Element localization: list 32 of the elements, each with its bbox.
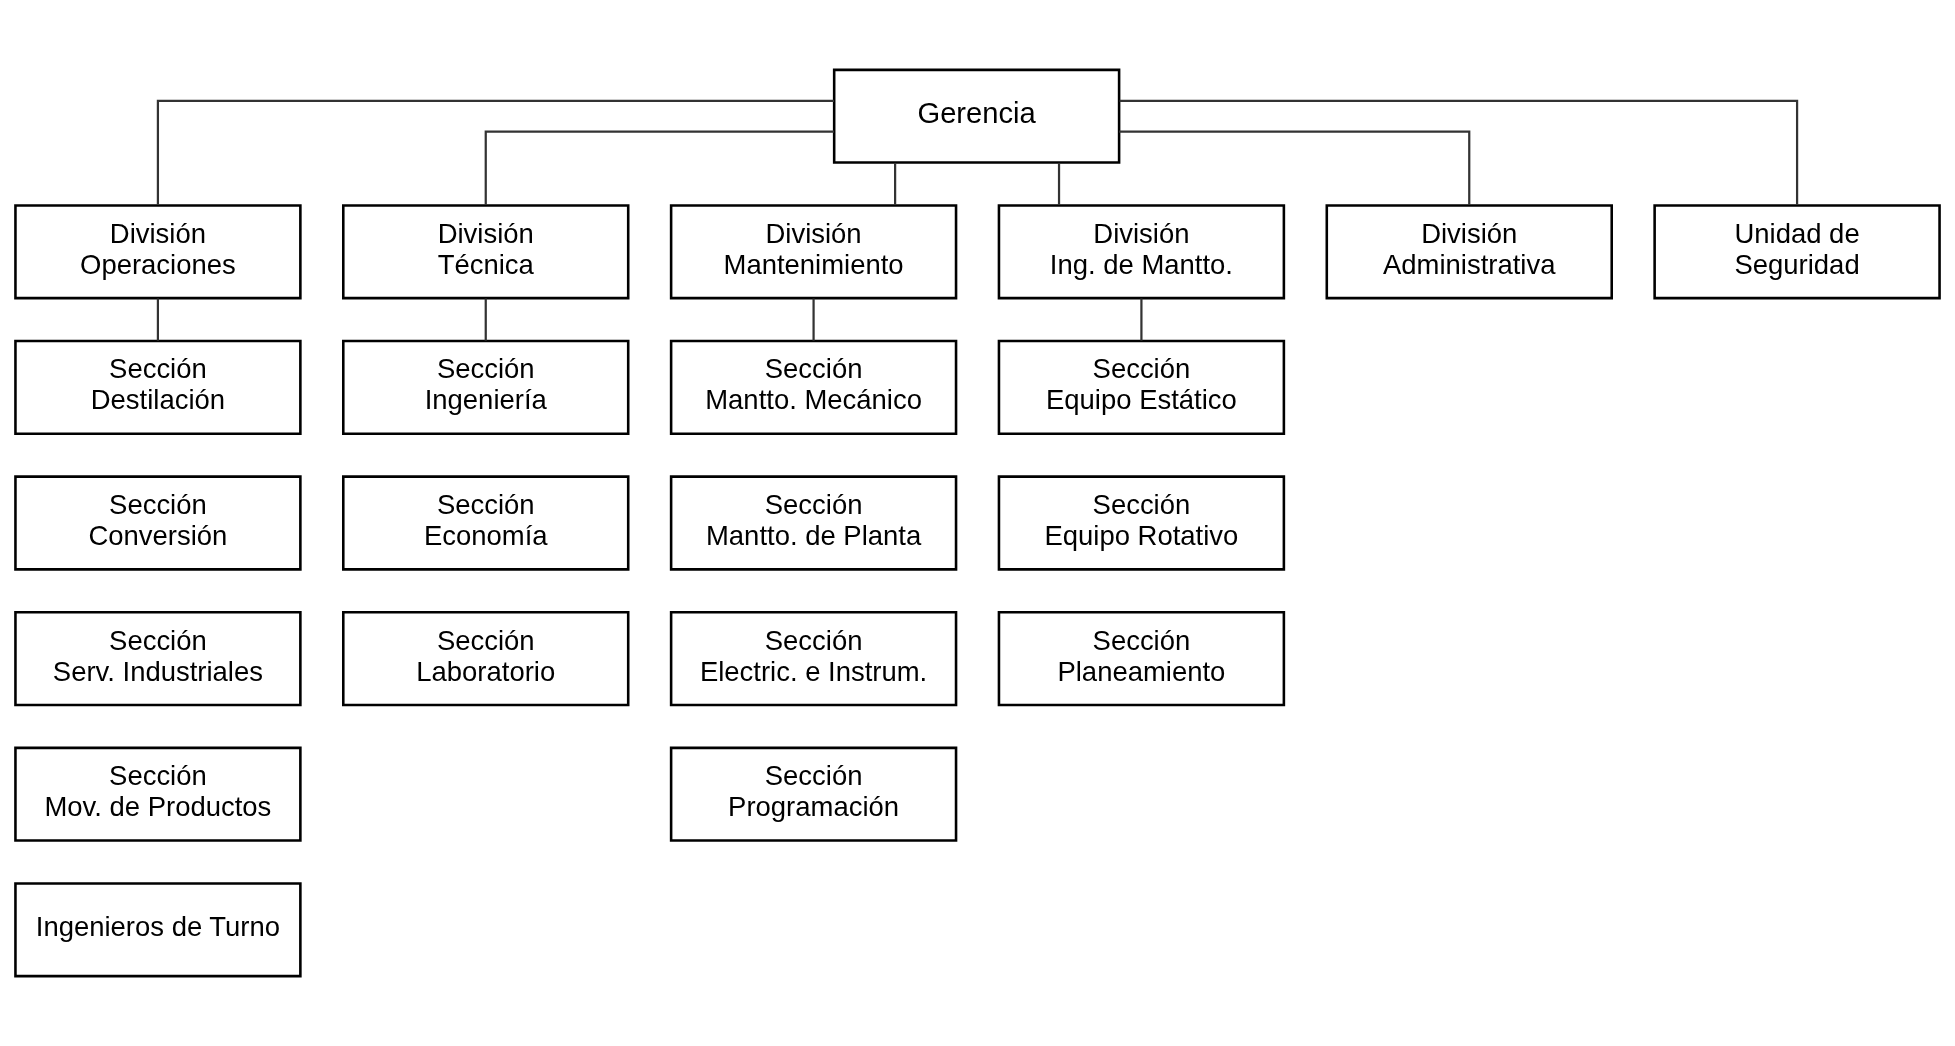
connector bbox=[484, 130, 834, 205]
connector bbox=[894, 162, 897, 206]
node-box: Gerencia bbox=[832, 68, 1121, 164]
node-box: Sección Electric. e Instrum. bbox=[669, 610, 958, 707]
node-box: Sección Mantto. de Planta bbox=[669, 475, 958, 571]
node-box: Sección Programación bbox=[669, 746, 958, 842]
node-box: Sección Equipo Rotativo bbox=[997, 475, 1286, 571]
node-box: Sección Serv. Industriales bbox=[14, 610, 302, 707]
connector bbox=[484, 298, 487, 341]
node-box: División Técnica bbox=[342, 204, 630, 300]
node-box: División Operaciones bbox=[14, 204, 302, 300]
node-box: Sección Conversión bbox=[14, 475, 302, 571]
node-box: Sección Equipo Estático bbox=[997, 339, 1286, 436]
node-box: Sección Mov. de Productos bbox=[14, 746, 302, 842]
node-box: División Administrativa bbox=[1325, 204, 1613, 300]
node-box: División Ing. de Mantto. bbox=[997, 204, 1286, 300]
connector bbox=[1057, 162, 1061, 206]
node-box: Sección Planeamiento bbox=[997, 610, 1286, 707]
connector bbox=[156, 298, 160, 341]
node-box: Sección Ingeniería bbox=[342, 339, 630, 436]
connector bbox=[812, 298, 815, 341]
connector bbox=[1140, 298, 1143, 341]
node-box: Unidad de Seguridad bbox=[1653, 204, 1941, 300]
node-box: Ingenieros de Turno bbox=[14, 882, 302, 978]
node-box: Sección Economía bbox=[342, 475, 630, 571]
connector bbox=[156, 99, 834, 205]
node-box: Sección Mantto. Mecánico bbox=[669, 339, 958, 436]
node-box: Sección Destilación bbox=[14, 339, 302, 436]
node-box: Sección Laboratorio bbox=[342, 610, 630, 707]
connector bbox=[1119, 99, 1799, 205]
node-box: División Mantenimiento bbox=[669, 204, 958, 300]
connector bbox=[1119, 130, 1471, 205]
